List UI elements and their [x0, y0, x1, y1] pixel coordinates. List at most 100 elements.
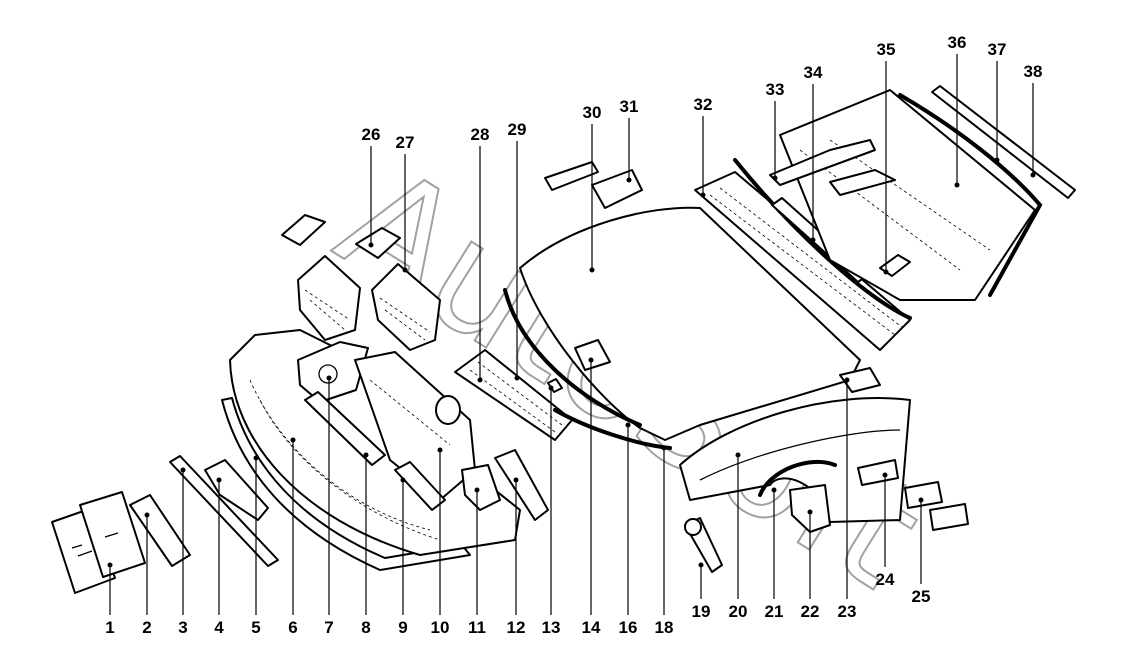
callout-dot-22: [807, 509, 813, 515]
callout-number-6: 6: [288, 618, 297, 637]
callout-28: 28: [471, 125, 490, 383]
callout-number-21: 21: [765, 602, 784, 621]
part-31-hinge: [591, 169, 643, 209]
callout-number-11: 11: [468, 618, 486, 637]
callout-number-10: 10: [431, 618, 450, 637]
part-9-brace: [394, 461, 446, 511]
callout-dot-21: [771, 487, 777, 493]
callout-number-9: 9: [398, 618, 407, 637]
callout-dot-35: [883, 269, 889, 275]
callout-number-37: 37: [988, 40, 1007, 59]
callout-dot-29: [514, 375, 520, 381]
callout-dot-37: [994, 157, 1000, 163]
callout-number-20: 20: [729, 602, 748, 621]
callout-dot-19: [698, 562, 704, 568]
part-27-headlamp-left: [297, 255, 361, 341]
callout-1: 1: [105, 562, 115, 637]
callout-dot-3: [180, 467, 186, 473]
callout-3: 3: [178, 467, 188, 637]
callout-dot-12: [513, 477, 519, 483]
callout-9: 9: [398, 477, 408, 637]
callout-27: 27: [396, 133, 415, 273]
callout-dot-27: [402, 267, 408, 273]
part-windshield-seal: [733, 158, 912, 320]
part-26b-clip: [355, 227, 401, 259]
callout-dot-9: [400, 477, 406, 483]
part-plug: [435, 395, 461, 425]
part-24-side-repeater: [857, 459, 899, 486]
callout-dot-7: [326, 375, 332, 381]
callout-14: 14: [582, 357, 601, 637]
callout-29: 29: [508, 120, 526, 381]
callout-dot-33: [772, 175, 778, 181]
callout-dot-20: [735, 452, 741, 458]
callout-dot-10: [437, 447, 443, 453]
part-8-support-bar: [304, 391, 386, 466]
callout-dot-13: [548, 385, 554, 391]
callout-number-3: 3: [178, 618, 187, 637]
callout-dot-30: [589, 267, 595, 273]
callout-number-24: 24: [876, 570, 895, 589]
callout-25: 25: [912, 497, 930, 606]
callout-31: 31: [620, 97, 639, 183]
part-7-bracket-plate: [297, 341, 369, 403]
callout-number-5: 5: [251, 618, 260, 637]
callout-33: 33: [766, 80, 785, 181]
callout-dot-38: [1030, 172, 1036, 178]
callout-dot-28: [477, 377, 483, 383]
callout-13: 13: [542, 385, 561, 637]
callout-38: 38: [1024, 62, 1042, 178]
part-25-lamp-b: [929, 503, 969, 531]
part-33-wiper-arm: [769, 139, 876, 186]
callout-dot-23: [844, 377, 850, 383]
callout-4: 4: [214, 477, 224, 637]
callout-number-4: 4: [214, 618, 224, 637]
callout-23: 23: [838, 377, 856, 621]
part-27-headlamp-right: [371, 263, 441, 351]
callout-dot-31: [626, 177, 632, 183]
part-38-trim: [931, 85, 1076, 199]
callout-dot-26: [368, 242, 374, 248]
callout-number-26: 26: [362, 125, 381, 144]
part-4-bracket: [204, 459, 269, 521]
callout-dot-25: [918, 497, 924, 503]
callout-number-7: 7: [324, 618, 333, 637]
callout-19: 19: [692, 562, 710, 621]
callout-number-18: 18: [655, 618, 674, 637]
part-26-clip: [281, 214, 326, 246]
part-18-seal: [553, 408, 672, 450]
callout-24: 24: [876, 472, 895, 589]
callout-number-33: 33: [766, 80, 785, 99]
callout-dot-11: [474, 487, 480, 493]
callout-6: 6: [288, 437, 298, 637]
part-30b-hinge: [544, 161, 599, 191]
callout-34: 34: [804, 63, 823, 243]
callout-number-2: 2: [142, 618, 151, 637]
callout-dot-36: [954, 182, 960, 188]
part-2-bracket: [129, 494, 191, 567]
callout-20: 20: [729, 452, 748, 621]
part-14-latch: [574, 339, 611, 371]
callout-number-13: 13: [542, 618, 561, 637]
part-21-arch-liner: [758, 459, 837, 497]
callout-12: 12: [507, 477, 525, 637]
callout-number-35: 35: [877, 40, 896, 59]
callout-number-31: 31: [620, 97, 639, 116]
callout-dot-18: [661, 445, 667, 451]
callout-dot-6: [290, 437, 296, 443]
callout-26: 26: [362, 125, 381, 248]
callout-number-30: 30: [583, 103, 602, 122]
callout-dot-5: [253, 455, 259, 461]
callout-number-27: 27: [396, 133, 415, 152]
callout-dot-1: [107, 562, 113, 568]
callout-number-34: 34: [804, 63, 823, 82]
callout-number-16: 16: [619, 618, 638, 637]
callout-number-28: 28: [471, 125, 490, 144]
callout-dot-34: [810, 237, 816, 243]
callout-dot-16: [625, 422, 631, 428]
callout-5: 5: [251, 455, 261, 637]
callout-36: 36: [948, 33, 966, 188]
callout-number-14: 14: [582, 618, 601, 637]
callout-number-22: 22: [801, 602, 820, 621]
